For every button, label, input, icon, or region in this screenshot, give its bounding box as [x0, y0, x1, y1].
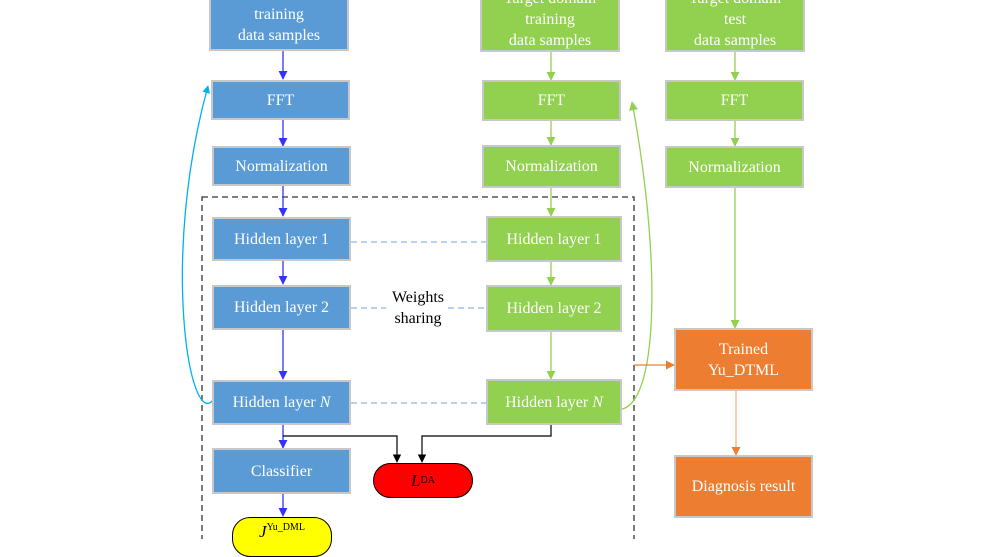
source-training-samples-box: training data samples [209, 0, 349, 51]
weights-sharing-label: Weights sharing [391, 289, 445, 327]
target-normalization-box: Normalization [482, 145, 621, 188]
lda-subscript: DA [420, 475, 435, 486]
lda-symbol: L [411, 470, 421, 490]
target-hidden-layer-n-box: Hidden layer N [486, 379, 622, 425]
source-hidden-layer-n-symbol: N [319, 394, 331, 411]
test-fft-box: FFT [665, 80, 804, 121]
feedback-curve-target [621, 101, 653, 410]
jyu-symbol: J [259, 522, 267, 541]
source-hidden-layer-2-box: Hidden layer 2 [212, 285, 351, 330]
source-hidden-layer-n-box: Hidden layer N [212, 380, 351, 425]
target-hidden-layer-1-box: Hidden layer 1 [486, 216, 622, 262]
shared-network-boundary [201, 196, 635, 539]
target-hidden-layer-n-symbol: N [592, 393, 603, 411]
target-hidden-layer-n-label: Hidden layer [505, 393, 589, 411]
target-fft-box: FFT [482, 80, 621, 121]
arrow-src-hn-lda [283, 435, 402, 463]
target-training-samples-box: Target domain training data samples [480, 0, 620, 52]
classifier-box: Classifier [212, 448, 351, 494]
target-hidden-layer-2-box: Hidden layer 2 [486, 285, 622, 332]
feedback-curve-source [181, 85, 214, 404]
diagnosis-result-box: Diagnosis result [674, 455, 813, 518]
source-normalization-box: Normalization [212, 146, 351, 186]
arrow-tgt-hn-lda [417, 424, 552, 463]
trained-model-box: Trained Yu_DTML [674, 328, 813, 391]
test-normalization-box: Normalization [665, 146, 804, 188]
jyu-subscript: Yu_DML [266, 522, 305, 533]
connectors-layer [181, 51, 741, 539]
target-test-samples-box: Target domain test data samples [665, 0, 805, 52]
source-hidden-layer-1-box: Hidden layer 1 [212, 217, 351, 261]
source-hidden-layer-n-label: Hidden layer [232, 394, 316, 411]
source-fft-box: FFT [211, 80, 350, 120]
